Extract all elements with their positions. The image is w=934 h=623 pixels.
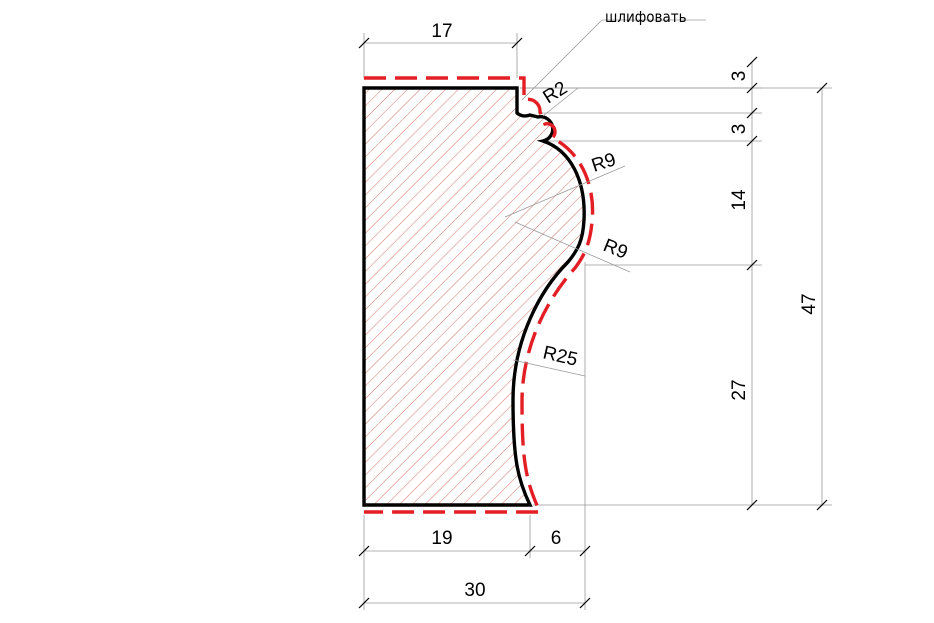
radius-label-r25: R25 (541, 342, 580, 370)
dim-bottom-outer: 6 (551, 528, 562, 549)
dim-right-3b: 3 (729, 124, 750, 135)
dimension-overall-width: 30 (358, 580, 591, 609)
radius-label-r9-lower: R9 (600, 235, 630, 264)
dimension-bottom-row: 19 6 (358, 528, 591, 557)
dim-right-27: 27 (729, 379, 750, 400)
dim-bottom-inner: 19 (431, 528, 452, 549)
dim-overall-height: 47 (799, 293, 820, 314)
radius-label-r9-upper: R9 (589, 149, 619, 176)
profile-section (362, 86, 586, 507)
extension-lines (363, 33, 832, 610)
dim-right-3a: 3 (729, 71, 750, 82)
sanding-note: шлифовать (521, 8, 706, 101)
radius-label-r2: R2 (540, 78, 572, 109)
dimension-top: 17 (358, 21, 523, 49)
dim-top-width: 17 (431, 21, 452, 42)
dimension-right-column: 3 3 14 27 (729, 56, 758, 511)
dim-right-14: 14 (729, 189, 750, 211)
dimension-overall-height: 47 (799, 82, 828, 511)
radius-r2: R2 (540, 78, 579, 117)
dim-overall-width: 30 (464, 580, 485, 601)
sanding-contour (364, 76, 595, 514)
sanding-note-label: шлифовать (605, 8, 687, 26)
